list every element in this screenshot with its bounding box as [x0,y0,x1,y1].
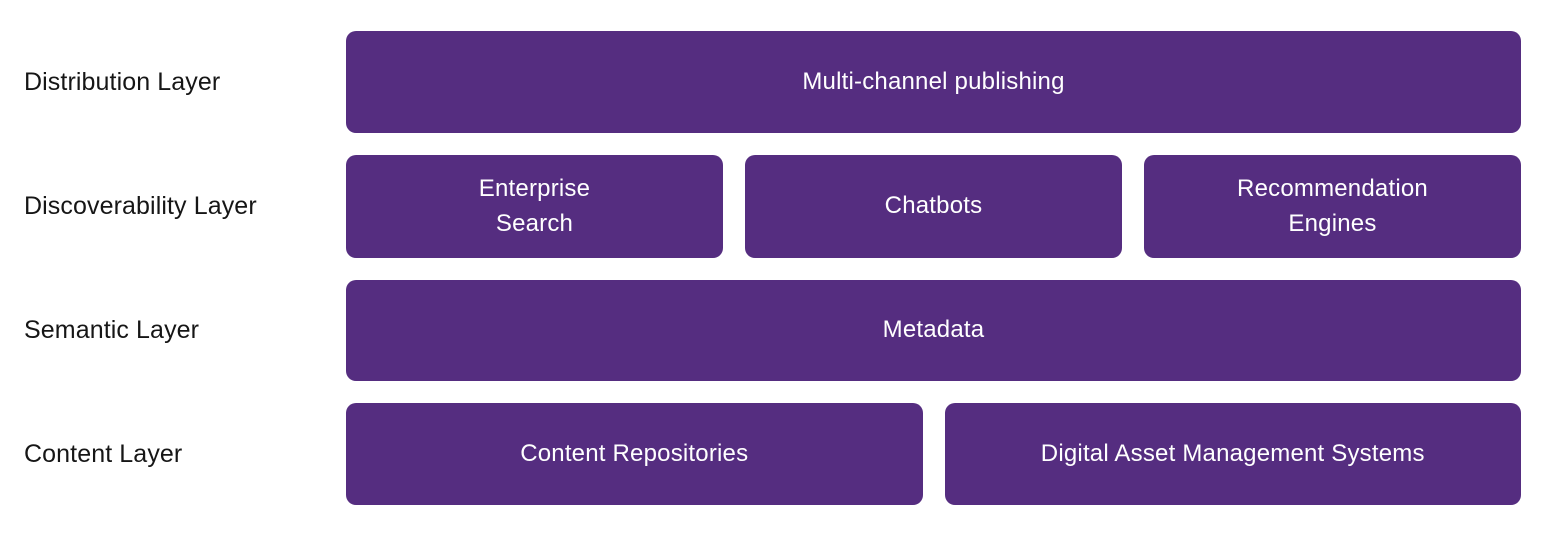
layer-boxes-semantic: Metadata [346,280,1521,381]
layer-row-semantic: Semantic Layer Metadata [0,280,1542,381]
layer-row-content: Content Layer Content Repositories Digit… [0,403,1542,505]
layer-boxes-discoverability: Enterprise Search Chatbots Recommendatio… [346,155,1521,258]
node-label: Digital Asset Management Systems [1040,439,1425,467]
layer-row-discoverability: Discoverability Layer Enterprise Search … [0,155,1542,258]
layer-label-content: Content Layer [24,439,183,468]
node-content-repositories[interactable]: Content Repositories [346,403,923,505]
node-label: Chatbots [884,192,983,220]
node-label: Multi-channel publishing [802,67,1065,95]
node-multi-channel-publishing[interactable]: Multi-channel publishing [346,31,1521,133]
node-label: Metadata [882,316,985,344]
layer-label-distribution: Distribution Layer [24,67,221,96]
layer-label-discoverability: Discoverability Layer [24,192,257,221]
node-label: Recommendation Engines [1237,175,1428,237]
node-recommendation-engines[interactable]: Recommendation Engines [1144,155,1521,258]
node-metadata[interactable]: Metadata [346,280,1521,381]
node-enterprise-search[interactable]: Enterprise Search [346,155,723,258]
node-label: Enterprise Search [478,175,591,237]
layer-label-semantic: Semantic Layer [24,316,200,345]
node-digital-asset-management-systems[interactable]: Digital Asset Management Systems [944,403,1521,505]
layer-boxes-distribution: Multi-channel publishing [346,31,1521,133]
layer-boxes-content: Content Repositories Digital Asset Manag… [346,403,1521,505]
node-label: Content Repositories [520,439,749,467]
node-chatbots[interactable]: Chatbots [745,155,1122,258]
layer-row-distribution: Distribution Layer Multi-channel publish… [0,31,1542,133]
